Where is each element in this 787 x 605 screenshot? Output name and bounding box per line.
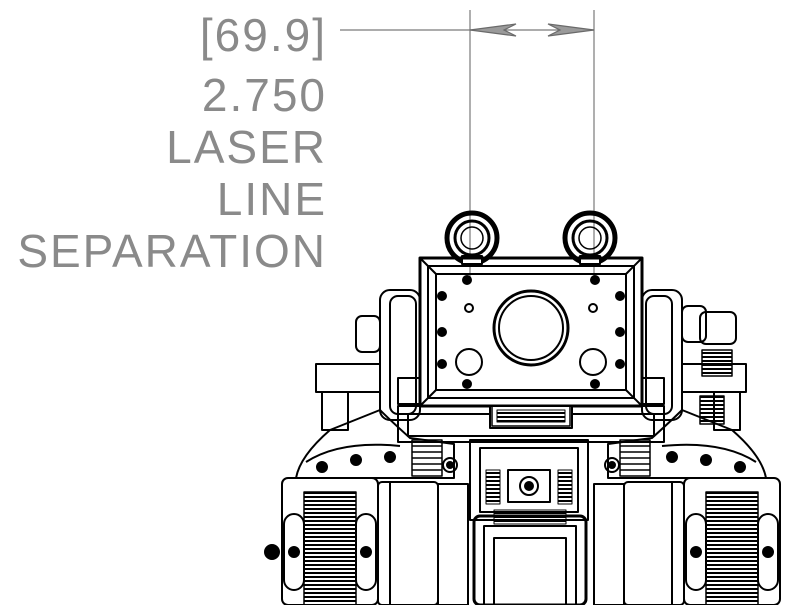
- motor-housing-right: [593, 481, 685, 605]
- swing-arm-left: [295, 409, 458, 479]
- dimension-arrow-left: [469, 23, 517, 37]
- laser-emitter-right: [562, 210, 618, 266]
- center-motor-block: [472, 509, 588, 605]
- dimension-label-line-3: SEPARATION: [17, 225, 327, 277]
- wheel-right: [683, 477, 781, 605]
- side-bracket-right: [641, 289, 747, 431]
- center-drive-unit: [469, 439, 589, 521]
- housing-bolts: [437, 275, 625, 389]
- housing-ports: [455, 303, 607, 376]
- side-bracket-left: [315, 289, 421, 431]
- camera-lens: [492, 289, 570, 367]
- motor-housing-left: [377, 481, 469, 605]
- cable-connector-right: [699, 349, 733, 425]
- suspension-spring-right: [619, 439, 651, 477]
- name-plate: [491, 405, 571, 427]
- wheel-left: [264, 477, 379, 605]
- dimension-label-line-1: LASER: [166, 121, 327, 173]
- laser-emitter-left: [444, 210, 500, 266]
- dimension-imperial-value: 2.750: [201, 69, 327, 121]
- dimension-metric-value: [69.9]: [199, 9, 327, 61]
- dimension-annotation: [340, 10, 595, 282]
- suspension-spring-left: [411, 439, 443, 477]
- dimension-label-line-2: LINE: [216, 173, 327, 225]
- dimension-arrow-right: [547, 23, 595, 37]
- swing-arm-right: [604, 409, 767, 479]
- camera-housing: [418, 256, 644, 408]
